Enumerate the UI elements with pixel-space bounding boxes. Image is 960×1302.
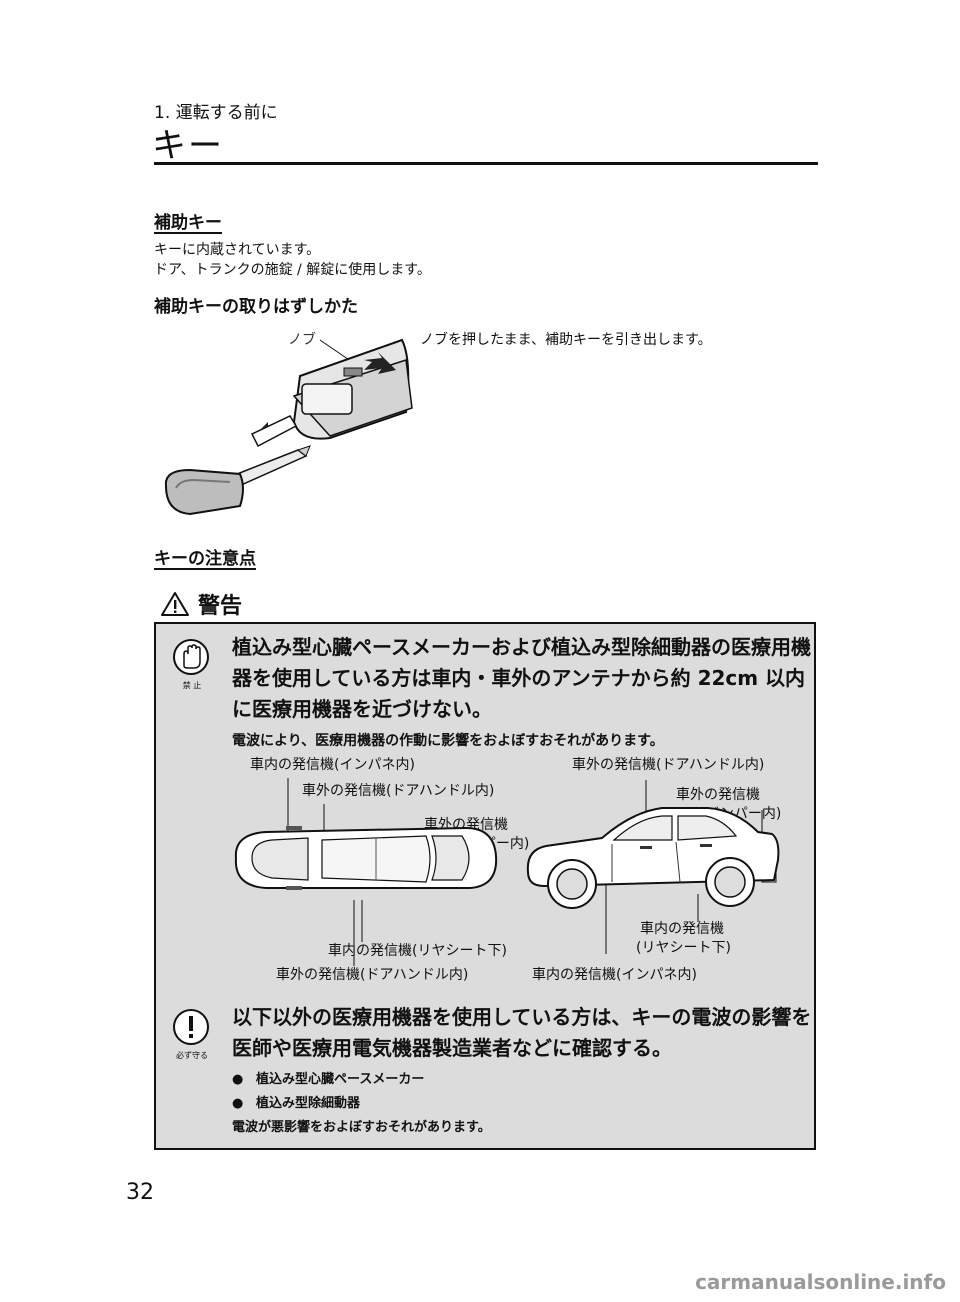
warning-second-reason: 電波が悪影響をおよぼすおそれがあります。 [232,1120,491,1135]
must-icon-block: 必ず守る [172,1008,212,1061]
label-side-out-bumper-1: 車外の発信機 [676,787,760,803]
label-bottom-out-handle: 車外の発信機(ドアハンドル内) [276,967,469,983]
label-side-in-seat-2: (リヤシート下) [636,940,731,956]
page-title: キー [152,126,224,166]
mandatory-exclamation-icon [173,1009,209,1045]
bullet-item: ●植込み型除細動器 [232,1092,360,1116]
warning-main-line-3: に医療用機器を近づけない。 [232,697,492,721]
spare-key-line-1: キーに内蔵されています。 [154,242,321,258]
warning-triangle-icon [161,592,189,616]
must-caption: 必ず守る [176,1051,208,1060]
spare-key-line-2: ドア、トランクの施錠 / 解錠に使用します。 [154,262,431,278]
removal-heading: 補助キーの取りはずしかた [154,297,358,317]
title-divider [154,162,818,165]
prohibit-hand-icon [173,639,209,675]
bullet-icon: ● [232,1072,244,1087]
car-top-view-diagram [234,778,498,966]
warning-label: 警告 [198,594,243,619]
warning-main-line-1: 植込み型心臓ペースメーカーおよび植込み型除細動器の医療用機 [232,635,811,659]
bullet-item: ●植込み型心臓ペースメーカー [232,1068,424,1092]
chapter-label: 1. 運転する前に [154,103,278,123]
key-removal-illustration [164,338,413,516]
prohibit-icon-block: 禁 止 [172,638,212,691]
prohibit-caption: 禁 止 [182,681,202,690]
label-top-out-handle: 車外の発信機(ドアハンドル内) [302,783,495,799]
page-number: 32 [126,1180,154,1205]
knob-label: ノブ [288,332,316,348]
label-side-in-seat-1: 車内の発信機 [640,921,724,937]
label-side-out-handle: 車外の発信機(ドアハンドル内) [572,757,765,773]
car-side-view-diagram [526,780,780,954]
warning-heading: 警告 [160,588,242,620]
warning-main-line-2: 器を使用している方は車内・車外のアンテナから約 22cm 以内 [232,666,806,690]
bullet-icon: ● [232,1096,244,1111]
removal-instruction: ノブを押したまま、補助キーを引き出します。 [420,332,712,348]
label-top-in-panel: 車内の発信機(インパネ内) [250,757,415,773]
label-side-in-panel: 車内の発信機(インパネ内) [532,967,697,983]
warning-reason: 電波により、医療用機器の作動に影響をおよぼすおそれがあります。 [232,733,664,749]
caution-heading: キーの注意点 [154,549,256,569]
warning-box: 禁 止 植込み型心臓ペースメーカーおよび植込み型除細動器の医療用機 器を使用して… [154,622,816,1150]
watermark: carmanualsonline.info [695,1270,946,1294]
warning-second-line-1: 以下以外の医療用機器を使用している方は、キーの電波の影響を [232,1005,812,1029]
label-bottom-in-seat: 車内の発信機(リヤシート下) [328,943,507,959]
spare-key-heading: 補助キー [154,213,222,233]
warning-second-line-2: 医師や医療用電気機器製造業者などに確認する。 [232,1036,672,1060]
